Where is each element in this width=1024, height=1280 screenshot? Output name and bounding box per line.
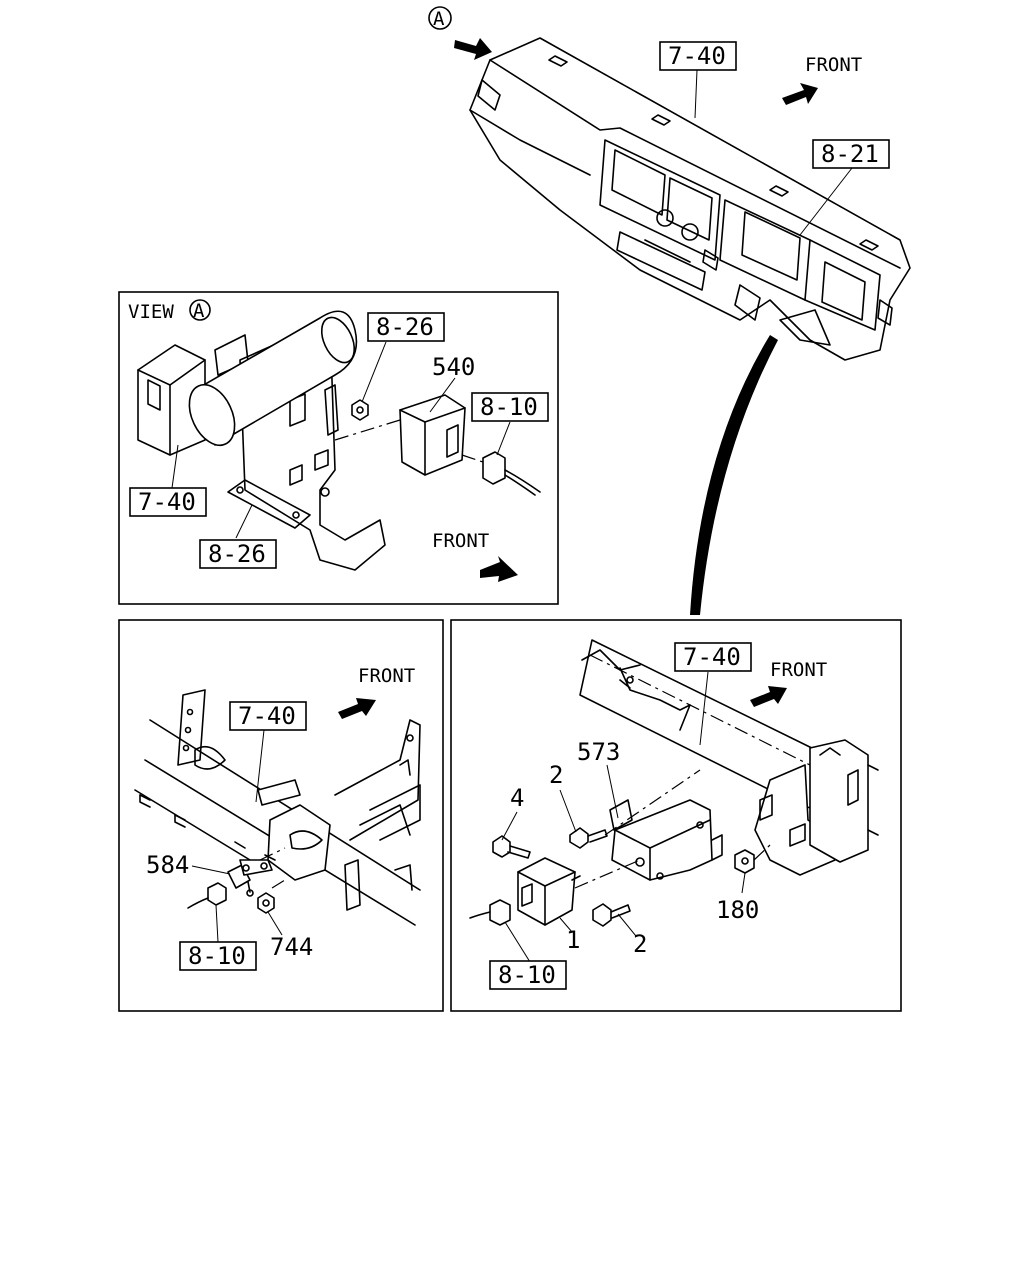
svg-text:8-10: 8-10 — [480, 393, 538, 421]
ref-box-bottom-left-dashboard: 7-40 — [229, 701, 307, 731]
bottom-right-drawing — [469, 639, 879, 927]
bottom-right-panel — [450, 619, 902, 1012]
front-label-bottom-right: FRONT — [770, 659, 827, 681]
front-arrow-icon — [338, 698, 376, 719]
svg-text:8-21: 8-21 — [821, 140, 879, 168]
bottom-left-drawing — [134, 689, 421, 926]
ref-box-bottom-right-dashboard: 7-40 — [674, 642, 752, 672]
part-number-540: 540 — [432, 353, 475, 381]
view-a-drawing — [137, 310, 541, 571]
front-arrow-icon — [750, 686, 787, 707]
svg-text:A: A — [433, 8, 445, 30]
svg-text:8-10: 8-10 — [188, 942, 246, 970]
callout-leader — [690, 335, 778, 615]
part-number-1: 1 — [566, 926, 580, 954]
part-number-744: 744 — [270, 933, 313, 961]
front-arrow-icon — [480, 556, 518, 582]
svg-text:8-26: 8-26 — [208, 540, 266, 568]
svg-text:7-40: 7-40 — [683, 643, 741, 671]
svg-text:7-40: 7-40 — [238, 702, 296, 730]
part-number-584: 584 — [146, 851, 189, 879]
ref-box-dashboard-top: 7-40 — [659, 41, 737, 71]
front-label-top: FRONT — [805, 54, 862, 76]
dashboard-assembly-drawing — [469, 37, 911, 361]
front-label-bottom-left: FRONT — [358, 665, 415, 687]
ref-box-cluster: 8-21 — [812, 139, 890, 169]
svg-text:7-40: 7-40 — [668, 42, 726, 70]
ref-box-view-a-dashboard: 7-40 — [129, 487, 207, 517]
part-number-4: 4 — [510, 784, 524, 812]
front-label-view-a: FRONT — [432, 530, 489, 552]
svg-text:VIEW: VIEW — [128, 301, 174, 323]
part-number-2-lower: 2 — [633, 930, 647, 958]
svg-text:8-26: 8-26 — [376, 313, 434, 341]
view-direction-arrow-icon — [454, 38, 492, 60]
part-number-2-upper: 2 — [549, 761, 563, 789]
ref-box-bottom-right-connector: 8-10 — [489, 960, 567, 990]
ref-box-view-a-8-26-top: 8-26 — [367, 312, 445, 342]
front-arrow-icon — [782, 83, 818, 105]
svg-text:7-40: 7-40 — [138, 488, 196, 516]
ref-box-view-a-8-26-bottom: 8-26 — [199, 539, 277, 569]
ref-box-bottom-left-connector: 8-10 — [179, 941, 257, 971]
view-marker-icon: A — [428, 6, 452, 30]
svg-text:8-10: 8-10 — [498, 961, 556, 989]
svg-text:A: A — [193, 300, 205, 322]
ref-box-view-a-connector: 8-10 — [471, 392, 549, 422]
bottom-left-panel — [118, 619, 444, 1012]
part-number-180: 180 — [716, 896, 759, 924]
view-a-panel — [118, 291, 559, 605]
view-a-title: VIEW A — [128, 299, 211, 323]
part-number-573: 573 — [577, 738, 620, 766]
